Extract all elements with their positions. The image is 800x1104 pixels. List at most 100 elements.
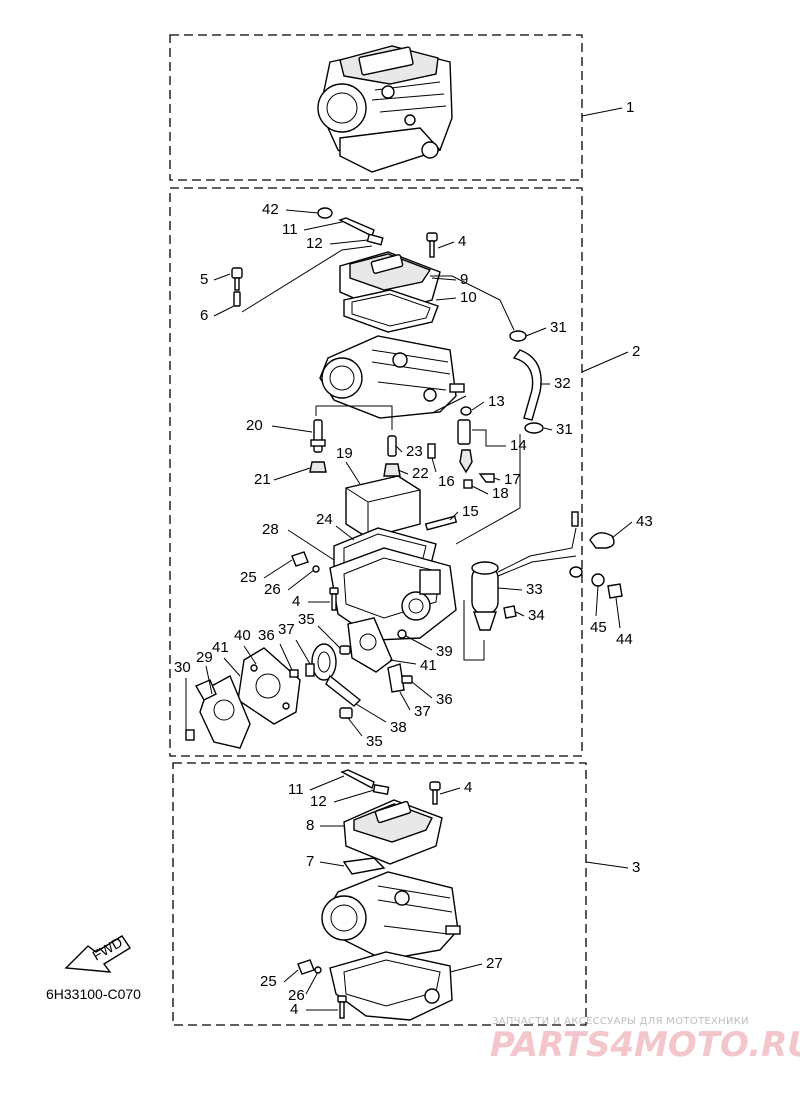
leader-c11b	[309, 775, 345, 791]
leader-c16	[431, 457, 437, 473]
fwd-arrow: FWD	[64, 934, 131, 973]
float	[345, 475, 421, 539]
callout-c19: 19	[336, 445, 353, 462]
leader-c29	[205, 665, 213, 695]
top-gasket	[343, 289, 439, 333]
clip-17	[478, 473, 495, 483]
callout-c36b: 36	[436, 691, 453, 708]
callout-c5: 5	[200, 271, 208, 288]
leader-c26b	[305, 971, 319, 995]
gasket-41	[347, 617, 393, 673]
nut-35a	[339, 645, 351, 655]
main-nozzle	[310, 419, 326, 453]
leader-c22	[397, 469, 409, 475]
callout-c30: 30	[174, 659, 191, 676]
pump-cover	[237, 647, 301, 725]
bolt-44	[607, 583, 623, 599]
leader-c33	[497, 587, 523, 591]
needle-valve	[459, 449, 473, 474]
leader-c35a	[317, 625, 341, 649]
leader-c9	[431, 277, 457, 281]
callout-c15: 15	[462, 503, 479, 520]
assembly-1-frame	[169, 34, 583, 181]
callout-c13: 13	[488, 393, 505, 410]
pilot-screw	[231, 267, 243, 307]
callout-c17: 17	[504, 471, 521, 488]
leader-c7	[319, 861, 345, 867]
callout-c10: 10	[460, 289, 477, 306]
pilot-jet	[387, 435, 397, 457]
callout-c2: 2	[632, 343, 640, 360]
part-code: 6H33100-C070	[46, 986, 141, 1002]
float-chamber	[329, 547, 457, 641]
callout-c26b: 26	[288, 987, 305, 1004]
leader-c35b	[347, 717, 363, 737]
leader-c27	[449, 963, 483, 973]
callout-c26a: 26	[264, 581, 281, 598]
screw-4-lower-bottom	[337, 995, 347, 1019]
spring-12	[366, 233, 384, 246]
float-pin	[424, 515, 458, 531]
leader-c13	[471, 401, 485, 411]
drain-screw-lower	[297, 959, 315, 975]
top-cover-lower	[343, 799, 443, 865]
leader-c14	[472, 429, 506, 447]
plate-37	[387, 663, 405, 693]
callout-c35a: 35	[298, 611, 315, 628]
drain-screw	[291, 551, 309, 567]
grommet-lead	[569, 566, 583, 578]
leader-c28	[287, 529, 335, 561]
callout-c23: 23	[406, 443, 423, 460]
callout-c20: 20	[246, 417, 263, 434]
assembly-3-frame	[172, 762, 587, 1026]
callout-c37b: 37	[414, 703, 431, 720]
leader-c39	[405, 635, 433, 651]
callout-c3: 3	[632, 859, 640, 876]
leader-c18	[471, 485, 489, 495]
leader-lines	[185, 107, 633, 1011]
leader-c19	[345, 461, 361, 485]
o-ring-39	[397, 629, 407, 639]
leader-c38	[355, 703, 387, 723]
callout-c9: 9	[460, 271, 468, 288]
drain-o-ring	[312, 565, 320, 573]
leader-c11a	[303, 221, 343, 231]
hose-clip-lower	[524, 422, 544, 434]
screw-18	[463, 479, 473, 489]
washer-45	[591, 573, 605, 587]
callout-c31b: 31	[556, 421, 573, 438]
o-ring-42	[317, 207, 333, 219]
callout-c7: 7	[306, 853, 314, 870]
leader-c34	[515, 611, 525, 617]
callout-c41a: 41	[212, 639, 229, 656]
leader-c20	[271, 425, 313, 433]
carburetor-assembly-1	[317, 45, 453, 173]
callout-c25a: 25	[240, 569, 257, 586]
leader-c24	[335, 525, 355, 541]
callout-c4d: 4	[290, 1001, 298, 1018]
callout-c42: 42	[262, 201, 279, 218]
callout-c33: 33	[526, 581, 543, 598]
leader-c37a	[295, 639, 311, 665]
leader-c25a	[263, 559, 293, 579]
callout-c43: 43	[636, 513, 653, 530]
leader-c12b	[333, 789, 375, 803]
callout-c4c: 4	[464, 779, 472, 796]
callout-c41b: 41	[420, 657, 437, 674]
leader-c6	[213, 305, 235, 317]
leader-c10	[435, 297, 457, 301]
leader-c36a	[279, 643, 293, 671]
callout-c4a: 4	[458, 233, 466, 250]
watermark-tagline: ЗАПЧАСТИ И АКСЕССУАРЫ ДЛЯ МОТОТЕХНИКИ	[492, 1016, 749, 1027]
leader-c36b	[411, 681, 433, 699]
screw-4-lower-top	[429, 781, 441, 805]
callout-c27: 27	[486, 955, 503, 972]
leader-c31b	[543, 427, 553, 431]
callout-c34: 34	[528, 607, 545, 624]
leader-c1	[581, 107, 623, 117]
screw-11	[338, 217, 375, 237]
callout-c1: 1	[626, 99, 634, 116]
callout-c29: 29	[196, 649, 213, 666]
